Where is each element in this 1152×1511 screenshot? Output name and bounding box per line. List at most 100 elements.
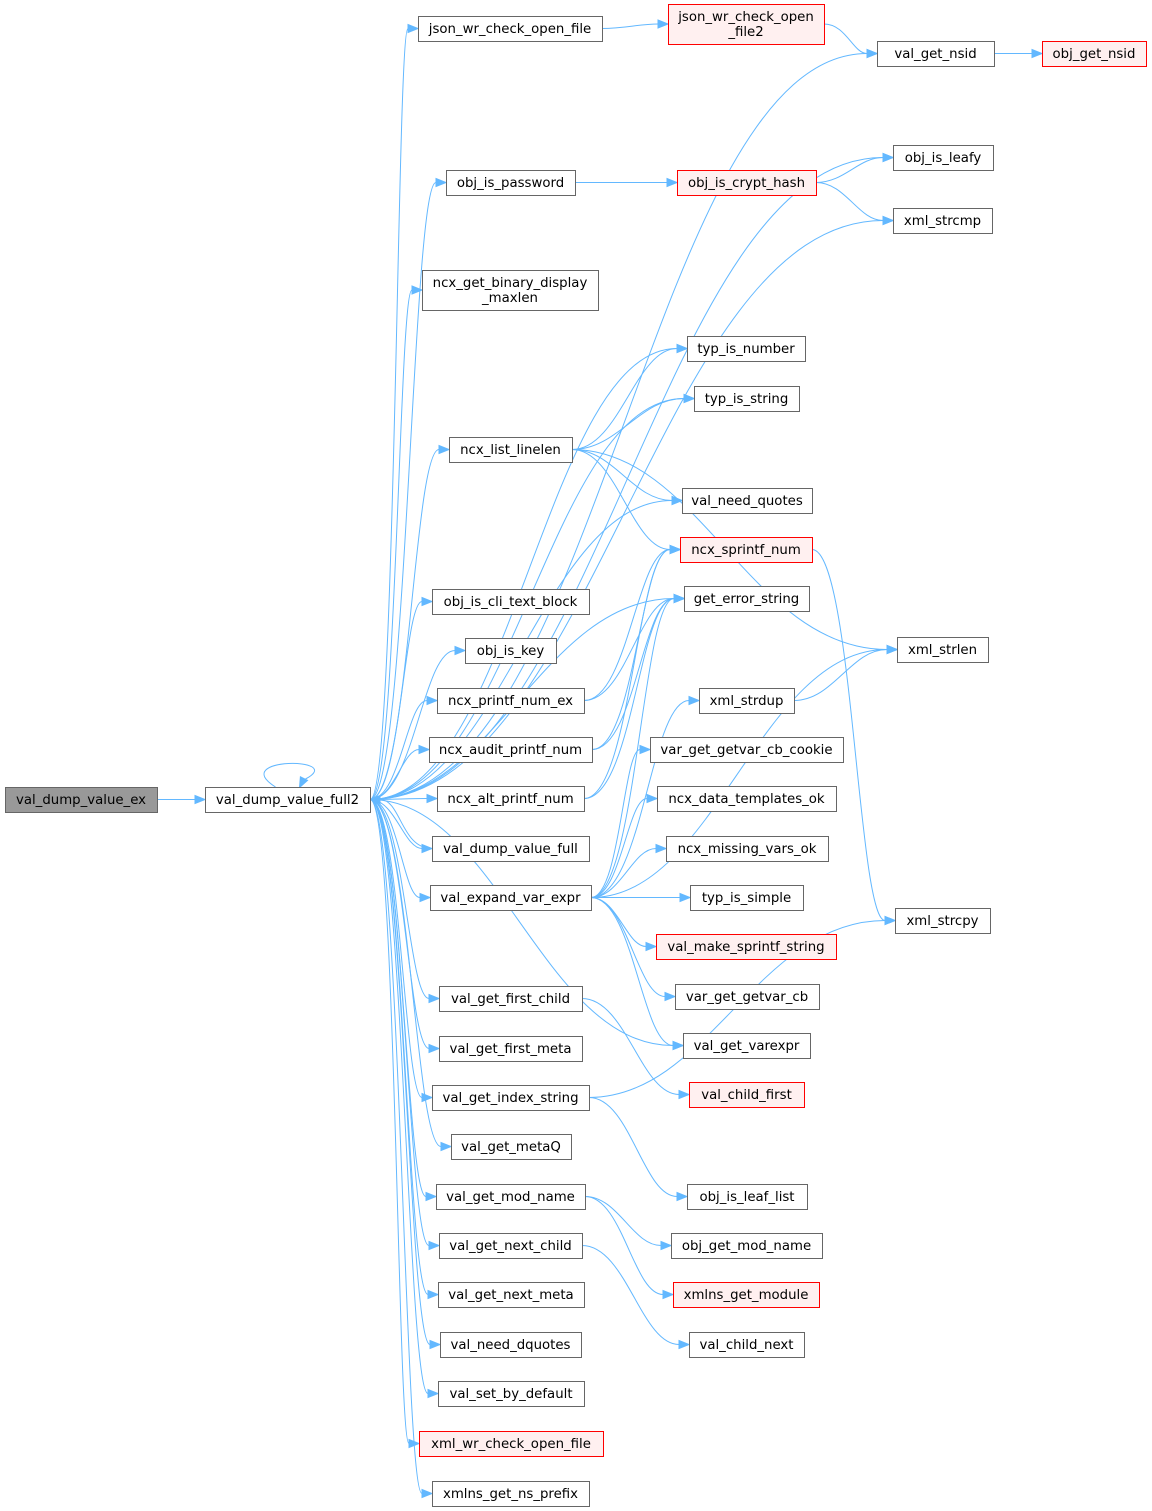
node-var-get-getvar-cb-cookie[interactable]: var_get_getvar_cb_cookie — [650, 737, 844, 763]
node-val-get-nsid[interactable]: val_get_nsid — [877, 41, 995, 67]
node-box — [694, 386, 800, 412]
edge-json-wr-check-open-file-to-json-wr-check-open-file2 — [601, 19, 670, 29]
node-ncx-printf-num-ex[interactable]: ncx_printf_num_ex — [437, 688, 585, 714]
node-label: xmlns_get_ns_prefix — [443, 1487, 578, 1502]
edge-val-dump-value-full2-to-val-set-by-default — [369, 799, 440, 1399]
node-box — [682, 488, 813, 514]
edge-ncx-audit-printf-num-to-ncx-sprintf-num — [591, 544, 682, 750]
node-box — [432, 589, 590, 615]
node-val-need-quotes[interactable]: val_need_quotes — [682, 488, 813, 514]
edge-arrowhead — [429, 1339, 442, 1350]
node-obj-is-cli-text-block[interactable]: obj_is_cli_text_block — [432, 589, 590, 615]
node-typ-is-number[interactable]: typ_is_number — [687, 336, 806, 362]
edge-line — [581, 1245, 680, 1345]
edge-val-dump-value-full2-to-xmlns-get-ns-prefix — [369, 799, 434, 1499]
node-val-get-next-meta[interactable]: val_get_next_meta — [438, 1282, 585, 1308]
node-val-get-first-meta[interactable]: val_get_first_meta — [439, 1036, 583, 1062]
edge-arrowhead — [368, 794, 381, 805]
node-val-dump-value-ex[interactable]: val_dump_value_ex — [5, 787, 158, 813]
node-label: obj_is_password — [457, 176, 564, 191]
node-xmlns-get-ns-prefix[interactable]: xmlns_get_ns_prefix — [432, 1481, 590, 1507]
edge-val-dump-value-full2-to-val-get-next-child — [369, 799, 441, 1251]
node-box — [657, 786, 837, 812]
node-obj-get-nsid[interactable]: obj_get_nsid — [1042, 41, 1147, 67]
node-ncx-missing-vars-ok[interactable]: ncx_missing_vars_ok — [666, 836, 829, 862]
node-val-get-index-string[interactable]: val_get_index_string — [432, 1085, 590, 1111]
node-val-child-next[interactable]: val_child_next — [689, 1332, 805, 1358]
edge-arrowhead — [672, 1040, 685, 1051]
node-obj-is-key[interactable]: obj_is_key — [465, 638, 557, 664]
node-obj-get-mod-name[interactable]: obj_get_mod_name — [671, 1233, 823, 1259]
edge-line — [369, 28, 409, 800]
node-label: _file2 — [727, 25, 763, 40]
node-ncx-list-linelen[interactable]: ncx_list_linelen — [449, 437, 573, 463]
edge-val-get-mod-name-to-xmlns-get-module — [584, 1196, 675, 1300]
node-val-expand-var-expr[interactable]: val_expand_var_expr — [430, 885, 592, 911]
node-box — [687, 336, 806, 362]
node-json-wr-check-open-file2[interactable]: json_wr_check_open_file2 — [668, 4, 825, 45]
node-val-get-first-child[interactable]: val_get_first_child — [439, 986, 583, 1012]
node-label: obj_is_cli_text_block — [444, 595, 578, 610]
node-val-set-by-default[interactable]: val_set_by_default — [438, 1381, 585, 1407]
node-ncx-audit-printf-num[interactable]: ncx_audit_printf_num — [429, 737, 593, 763]
node-label: val_child_first — [701, 1088, 792, 1103]
node-get-error-string[interactable]: get_error_string — [684, 586, 810, 612]
node-xml-strcmp[interactable]: xml_strcmp — [893, 208, 993, 234]
edge-line — [369, 799, 423, 1098]
edge-line — [591, 598, 675, 750]
edge-arrowhead — [886, 644, 899, 655]
node-val-need-dquotes[interactable]: val_need_dquotes — [440, 1332, 582, 1358]
node-val-dump-value-full2[interactable]: val_dump_value_full2 — [205, 787, 371, 813]
edge-line — [369, 220, 884, 800]
node-typ-is-simple[interactable]: typ_is_simple — [690, 885, 804, 911]
edge-arrowhead — [882, 152, 895, 163]
node-label: ncx_audit_printf_num — [439, 743, 582, 758]
edge-arrowhead — [194, 794, 207, 805]
node-xml-strcpy[interactable]: xml_strcpy — [895, 908, 991, 934]
node-label: val_dump_value_ex — [16, 793, 146, 808]
node-val-dump-value-full[interactable]: val_dump_value_full — [432, 836, 590, 862]
node-val-get-metaQ[interactable]: val_get_metaQ — [451, 1134, 572, 1160]
node-val-get-varexpr[interactable]: val_get_varexpr — [683, 1033, 811, 1059]
edge-arrowhead — [664, 991, 677, 1002]
node-label: val_get_metaQ — [461, 1140, 561, 1155]
node-box — [205, 787, 371, 813]
node-ncx-get-binary-display-maxlen[interactable]: ncx_get_binary_display_maxlen — [422, 270, 599, 311]
node-val-get-mod-name[interactable]: val_get_mod_name — [436, 1184, 586, 1210]
node-obj-is-password[interactable]: obj_is_password — [446, 170, 576, 196]
node-val-child-first[interactable]: val_child_first — [689, 1082, 805, 1108]
node-xml-strdup[interactable]: xml_strdup — [699, 688, 795, 714]
edge-line — [369, 348, 678, 800]
node-xmlns-get-module[interactable]: xmlns_get_module — [673, 1282, 820, 1308]
node-json-wr-check-open-file[interactable]: json_wr_check_open_file — [418, 16, 603, 42]
node-obj-is-leaf-list[interactable]: obj_is_leaf_list — [687, 1184, 808, 1210]
node-label: ncx_get_binary_display — [433, 276, 588, 291]
node-val-make-sprintf-string[interactable]: val_make_sprintf_string — [656, 934, 837, 960]
node-var-get-getvar-cb[interactable]: var_get_getvar_cb — [675, 984, 820, 1010]
node-ncx-data-templates-ok[interactable]: ncx_data_templates_ok — [657, 786, 837, 812]
node-xml-wr-check-open-file[interactable]: xml_wr_check_open_file — [419, 1431, 604, 1457]
edge-ncx-list-linelen-to-typ-is-number — [571, 343, 689, 450]
edge-arrowhead — [418, 744, 431, 755]
edge-line — [815, 157, 884, 183]
node-obj-is-crypt-hash[interactable]: obj_is_crypt_hash — [677, 170, 817, 196]
edge-line — [369, 650, 456, 800]
node-box — [437, 688, 585, 714]
node-xml-strlen[interactable]: xml_strlen — [897, 637, 989, 663]
node-typ-is-string[interactable]: typ_is_string — [694, 386, 800, 412]
node-val-get-next-child[interactable]: val_get_next_child — [439, 1233, 583, 1259]
edge-line — [369, 449, 440, 800]
edge-line — [369, 53, 868, 800]
edge-arrowhead — [688, 695, 701, 706]
node-box — [650, 737, 844, 763]
node-ncx-alt-printf-num[interactable]: ncx_alt_printf_num — [437, 786, 585, 812]
node-label: xml_strcpy — [906, 914, 978, 929]
node-ncx-sprintf-num[interactable]: ncx_sprintf_num — [680, 537, 813, 563]
edge-line — [369, 799, 431, 1345]
node-label: obj_get_nsid — [1053, 47, 1136, 62]
node-box — [656, 934, 837, 960]
edge-arrowhead — [427, 1388, 440, 1399]
node-obj-is-leafy[interactable]: obj_is_leafy — [893, 145, 994, 171]
node-label: ncx_alt_printf_num — [447, 792, 573, 807]
edge-obj-is-crypt-hash-to-obj-is-leafy — [815, 152, 895, 183]
